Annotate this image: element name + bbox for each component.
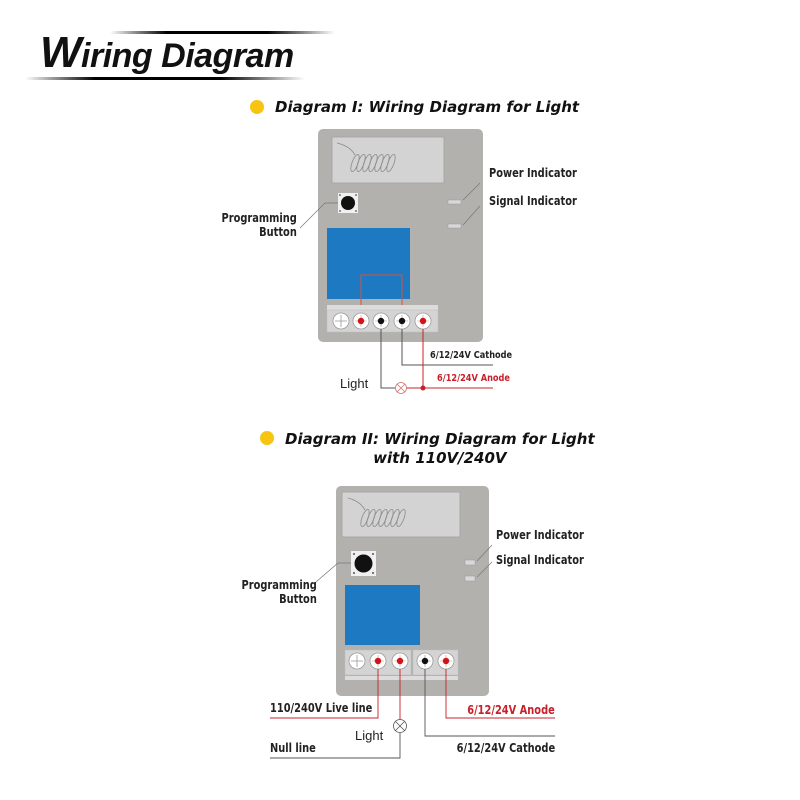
- title-bottom-rule: [25, 77, 305, 80]
- diagram1-programming-button-label: Programming Button: [221, 211, 297, 239]
- bullet-dot-icon: [250, 100, 264, 114]
- diagram1-signal-indicator-label: Signal Indicator: [489, 194, 577, 208]
- diagram2-power-indicator-label: Power Indicator: [496, 528, 584, 542]
- diagram2-anode-label: 6/12/24V Anode: [467, 703, 555, 717]
- diagram2-signal-indicator-label: Signal Indicator: [496, 553, 584, 567]
- bullet-dot-icon: [260, 431, 274, 445]
- diagram1-anode-label: 6/12/24V Anode: [437, 373, 510, 384]
- diagram2-cathode-label: 6/12/24V Cathode: [456, 741, 555, 755]
- page-title: Wiring Diagram: [40, 28, 294, 77]
- title-top-rule: [110, 31, 335, 34]
- diagram1-cathode-label: 6/12/24V Cathode: [430, 350, 513, 361]
- diagram2-title: Diagram II: Wiring Diagram for Light wit…: [285, 430, 595, 467]
- diagram2-light-label: Light: [355, 728, 384, 743]
- diagram1-title: Diagram I: Wiring Diagram for Light: [275, 98, 580, 116]
- diagram2-live-line-label: 110/240V Live line: [270, 701, 373, 715]
- diagram2-null-line-label: Null line: [270, 741, 316, 755]
- diagram2-programming-button-label: Programming Button: [241, 578, 317, 606]
- diagram1-power-indicator-label: Power Indicator: [489, 166, 577, 180]
- diagram1-light-label: Light: [340, 376, 369, 391]
